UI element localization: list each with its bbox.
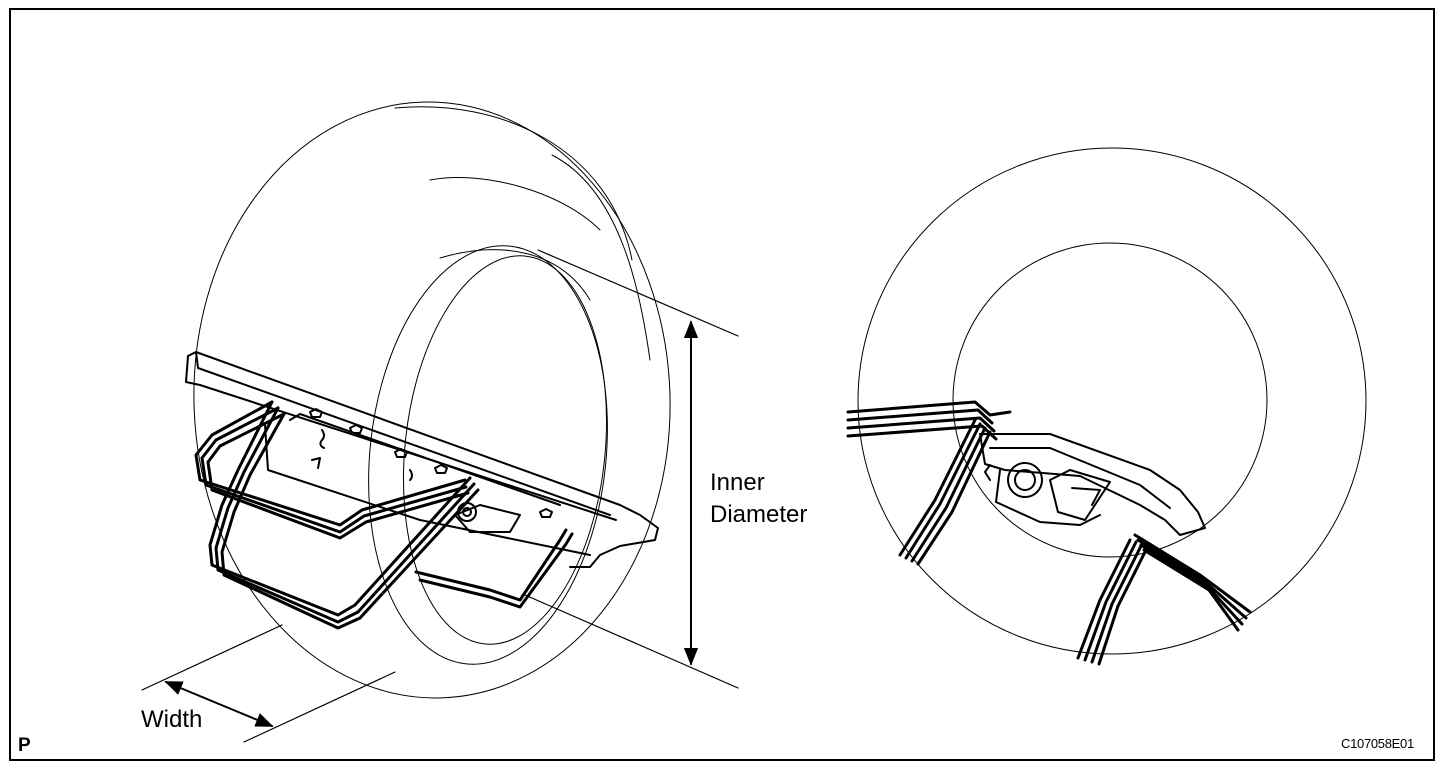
spare-tire-carrier-bracket [185, 351, 659, 568]
figure-code: C107058E01 [1341, 736, 1414, 751]
inner-diameter-label-line1: Inner [710, 469, 765, 496]
wire-hanger-left [194, 400, 574, 630]
inner-diameter-label-line2: Diameter [710, 501, 808, 528]
width-label: Width [141, 706, 203, 733]
tire-perspective [193, 101, 671, 699]
inner-diameter-dimension [524, 249, 739, 689]
wire-hanger-right [846, 400, 1252, 666]
inner-diameter-label: Inner Diameter [710, 467, 807, 531]
width-dimension [141, 624, 396, 743]
tire-side-view [857, 147, 1367, 655]
spare-tire-carrier-bracket-side [979, 433, 1206, 536]
view-marker: P [18, 735, 31, 756]
